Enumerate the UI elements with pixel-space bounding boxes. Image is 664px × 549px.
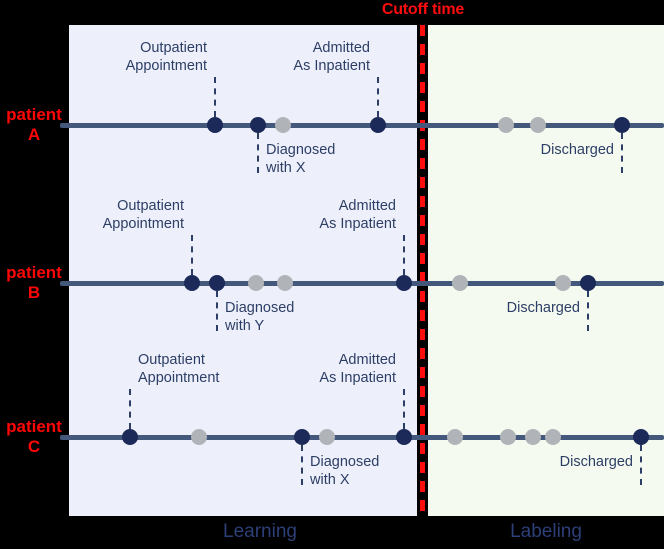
- event-dot-unlabeled-gray-1[interactable]: [191, 429, 207, 445]
- cutoff-time-label: Cutoff time: [381, 1, 465, 18]
- event-dot-diagnosed-with-x[interactable]: [294, 429, 310, 445]
- event-dot-unlabeled-gray-6[interactable]: [545, 429, 561, 445]
- event-leader-admitted-as-inpatient: [403, 389, 405, 429]
- timeline-axis-c: [60, 435, 664, 440]
- event-leader-admitted-as-inpatient: [403, 235, 405, 275]
- timeline-axis-a: [60, 123, 664, 128]
- event-dot-unlabeled-gray-2[interactable]: [277, 275, 293, 291]
- labeling-region: [428, 25, 664, 516]
- event-label-admitted-as-inpatient: Admitted As Inpatient: [319, 198, 396, 232]
- event-label-outpatient-appointment: Outpatient Appointment: [138, 352, 220, 386]
- event-dot-admitted-as-inpatient[interactable]: [396, 429, 412, 445]
- timeline-axis-b: [60, 281, 664, 286]
- event-dot-unlabeled-gray-3[interactable]: [452, 275, 468, 291]
- event-dot-admitted-as-inpatient[interactable]: [396, 275, 412, 291]
- learning-region: [69, 25, 419, 516]
- event-leader-discharged: [640, 445, 642, 485]
- event-label-admitted-as-inpatient: Admitted As Inpatient: [319, 352, 396, 386]
- section-label-learning: Learning: [223, 521, 297, 542]
- event-dot-diagnosed-with-y[interactable]: [209, 275, 225, 291]
- event-leader-diagnosed-with-y: [216, 291, 218, 331]
- event-dot-discharged[interactable]: [614, 117, 630, 133]
- event-dot-outpatient-appointment[interactable]: [207, 117, 223, 133]
- event-dot-unlabeled-gray-1[interactable]: [275, 117, 291, 133]
- event-dot-unlabeled-gray-2[interactable]: [319, 429, 335, 445]
- cutoff-dashed-line: [420, 25, 425, 516]
- event-leader-admitted-as-inpatient: [377, 77, 379, 117]
- event-dot-outpatient-appointment[interactable]: [122, 429, 138, 445]
- event-label-discharged: Discharged: [559, 454, 633, 470]
- event-dot-outpatient-appointment[interactable]: [184, 275, 200, 291]
- section-label-labeling: Labeling: [510, 521, 582, 542]
- event-leader-outpatient-appointment: [129, 389, 131, 429]
- event-leader-outpatient-appointment: [191, 235, 193, 275]
- event-dot-unlabeled-gray-2[interactable]: [498, 117, 514, 133]
- event-dot-unlabeled-gray-3[interactable]: [530, 117, 546, 133]
- event-label-diagnosed-with-y: Diagnosed with Y: [225, 300, 295, 334]
- event-dot-unlabeled-gray-4[interactable]: [555, 275, 571, 291]
- event-leader-diagnosed-with-x: [301, 445, 303, 485]
- event-dot-admitted-as-inpatient[interactable]: [370, 117, 386, 133]
- event-leader-discharged: [587, 291, 589, 331]
- event-label-outpatient-appointment: Outpatient Appointment: [125, 40, 207, 74]
- event-label-discharged: Discharged: [540, 142, 614, 158]
- event-label-outpatient-appointment: Outpatient Appointment: [102, 198, 184, 232]
- event-leader-discharged: [621, 133, 623, 173]
- event-dot-unlabeled-gray-4[interactable]: [500, 429, 516, 445]
- event-label-diagnosed-with-x: Diagnosed with X: [310, 454, 380, 488]
- event-dot-diagnosed-with-x[interactable]: [250, 117, 266, 133]
- event-dot-unlabeled-gray-5[interactable]: [525, 429, 541, 445]
- event-label-diagnosed-with-x: Diagnosed with X: [266, 142, 336, 176]
- event-dot-unlabeled-gray-1[interactable]: [248, 275, 264, 291]
- event-leader-outpatient-appointment: [214, 77, 216, 117]
- event-label-admitted-as-inpatient: Admitted As Inpatient: [293, 40, 370, 74]
- event-dot-discharged[interactable]: [580, 275, 596, 291]
- event-label-discharged: Discharged: [506, 300, 580, 316]
- event-dot-discharged[interactable]: [633, 429, 649, 445]
- event-dot-unlabeled-gray-3[interactable]: [447, 429, 463, 445]
- event-leader-diagnosed-with-x: [257, 133, 259, 173]
